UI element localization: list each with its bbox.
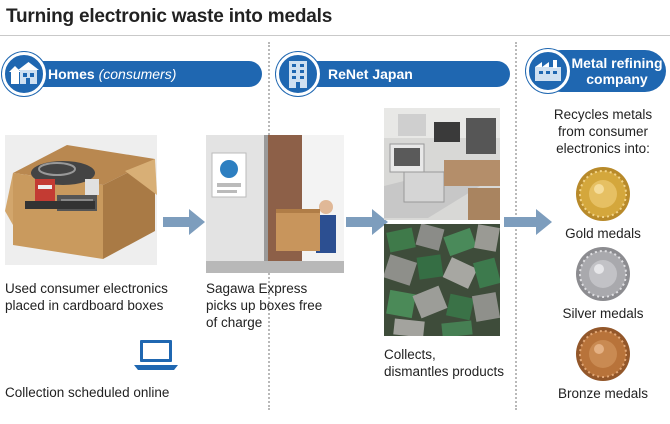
factory-icon <box>526 49 570 93</box>
gold-medal-icon <box>575 166 631 222</box>
arrow-2 <box>346 209 388 235</box>
circuit-boards-photo <box>384 224 500 336</box>
title-rule <box>0 35 670 36</box>
stage-homes-label: Homes (consumers) <box>48 66 177 82</box>
delivery-truck-photo <box>206 135 344 273</box>
bronze-medal-label: Bronze medals <box>557 386 649 401</box>
collect-caption: Collects,dismantles products <box>384 347 505 379</box>
silver-medal-label: Silver medals <box>562 306 644 321</box>
stage-renet-label: ReNet Japan <box>328 66 413 82</box>
house-icon <box>2 52 46 96</box>
stage-homes-pill: Homes (consumers) <box>18 61 262 87</box>
bronze-medal-icon <box>575 326 631 382</box>
page-title: Turning electronic waste into medals <box>6 6 333 27</box>
building-icon <box>276 52 320 96</box>
silver-medal-icon <box>575 246 631 302</box>
online-caption: Collection scheduled online <box>5 385 170 400</box>
cardboard-box-photo <box>5 135 157 265</box>
computers-photo <box>384 108 500 220</box>
laptop-icon <box>134 338 178 372</box>
arrow-3 <box>504 209 552 235</box>
gold-medal-label: Gold medals <box>565 226 641 241</box>
arrow-1 <box>163 209 205 235</box>
stage-renet-pill: ReNet Japan <box>292 61 510 87</box>
